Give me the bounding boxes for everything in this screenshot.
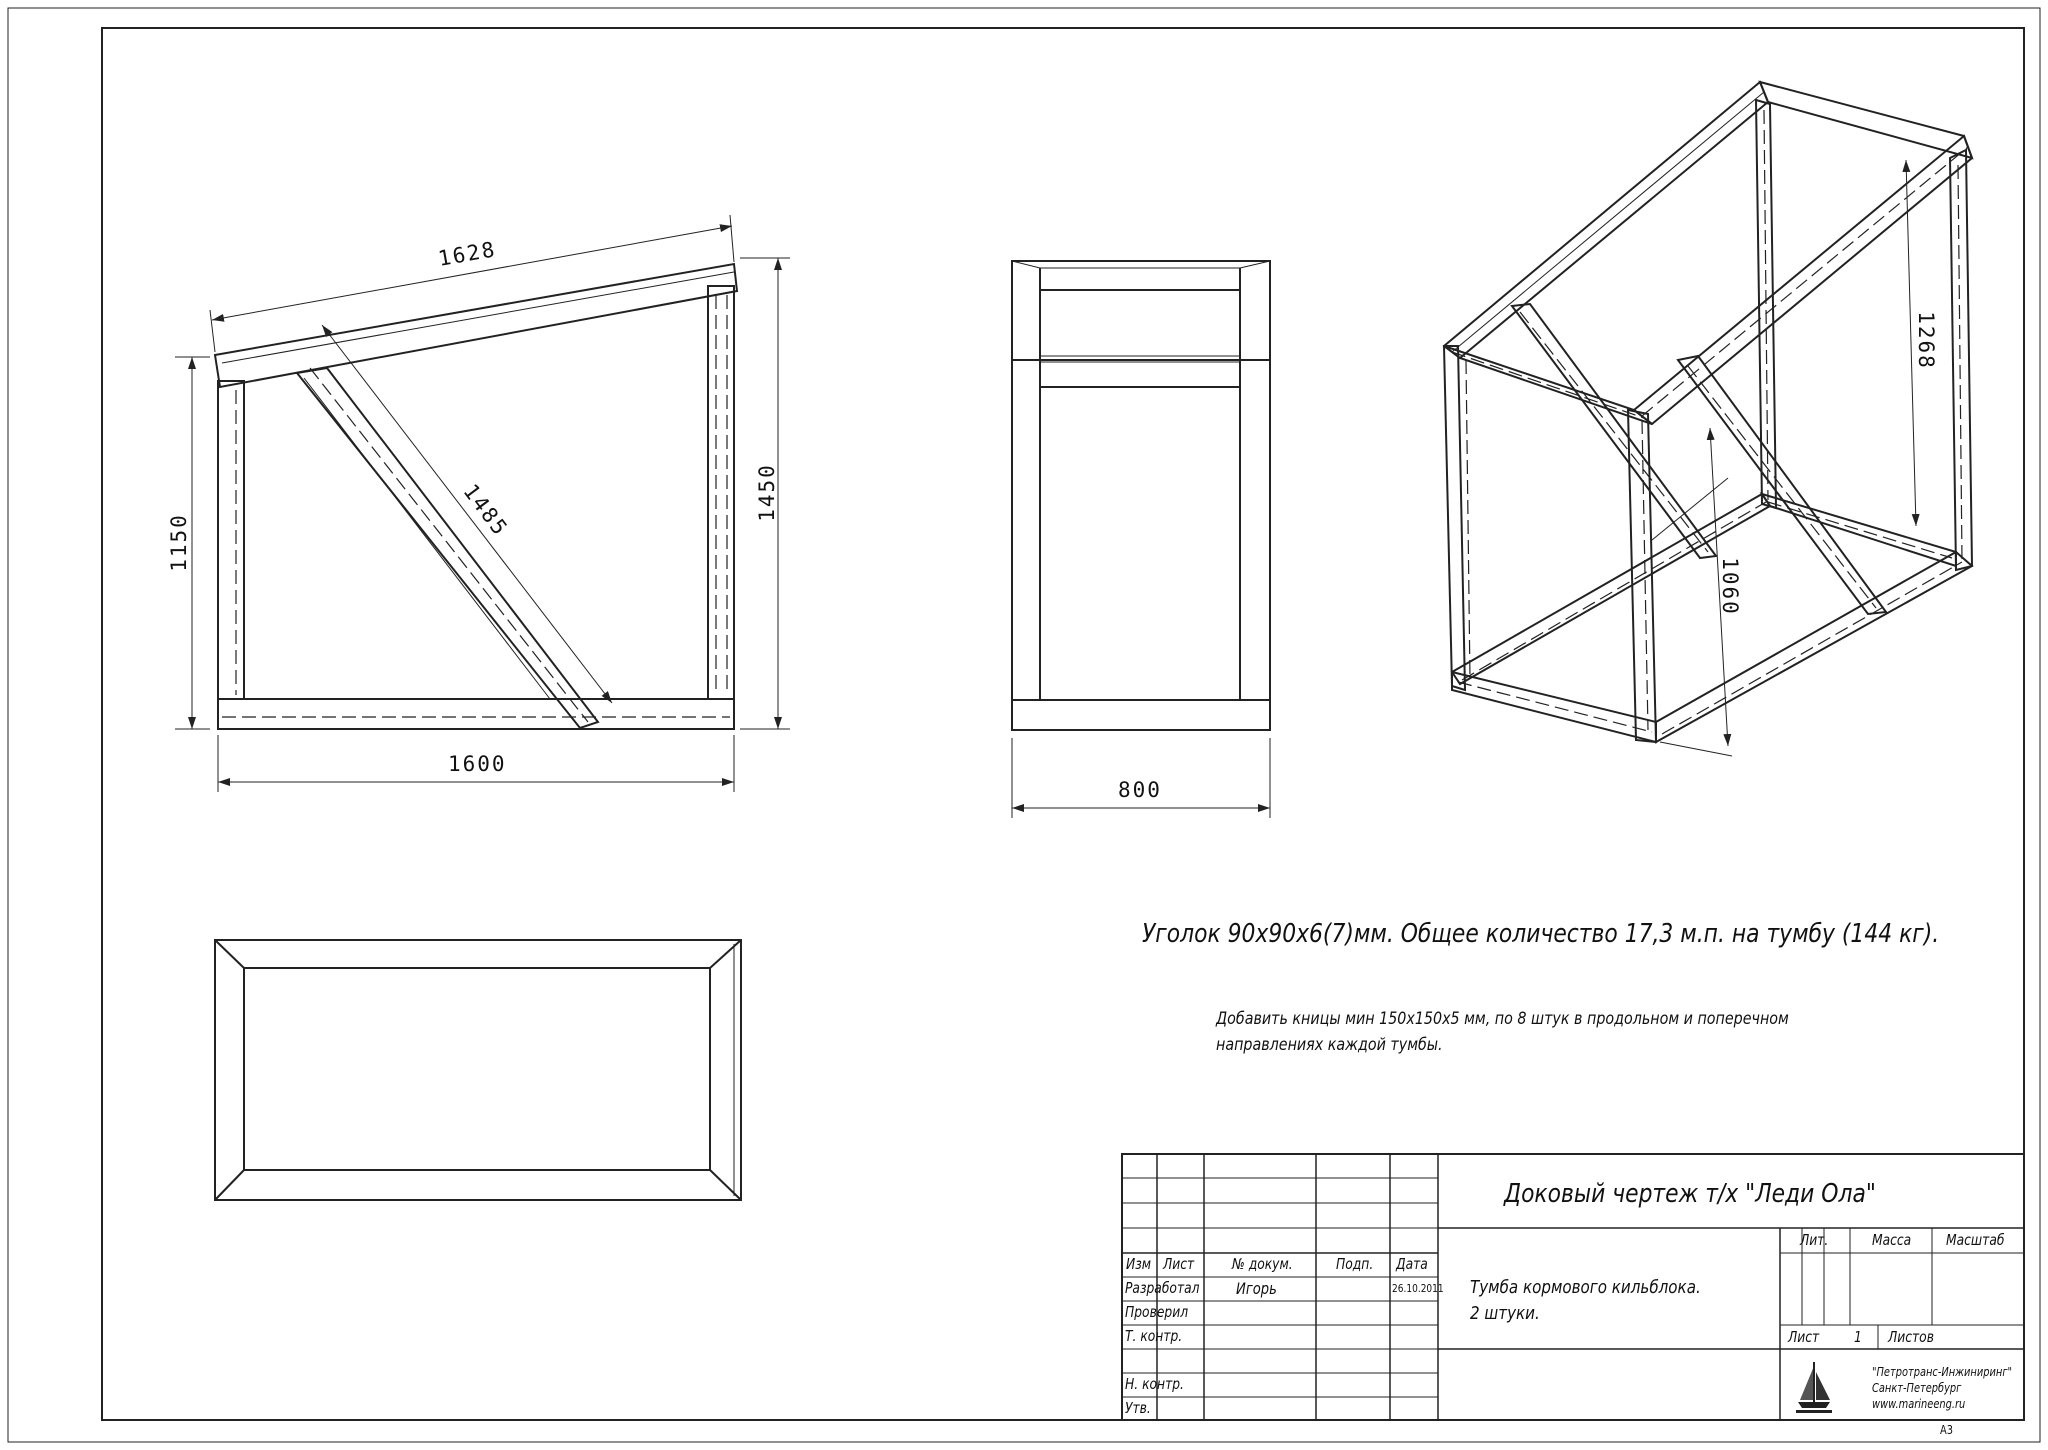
front-view-dimensions <box>1011 738 1271 818</box>
company-city: Санкт-Петербург <box>1872 1381 1962 1395</box>
note-line-1: Добавить кницы мин 150х150х5 мм, по 8 шт… <box>1216 1009 1789 1029</box>
header-doc-number: № докум. <box>1232 1255 1293 1273</box>
scale-label: Масштаб <box>1946 1231 2005 1249</box>
isometric-view-dimensions <box>1659 159 1920 757</box>
top-view <box>214 939 742 1201</box>
company-logo <box>1796 1362 1832 1413</box>
side-dim-right: 1450 <box>754 463 779 522</box>
sheet-format: А3 <box>1940 1423 1953 1437</box>
row-ncontrol: Н. контр. <box>1125 1375 1184 1393</box>
side-dim-bottom: 1600 <box>448 752 507 776</box>
row-tcontrol: Т. контр. <box>1125 1327 1183 1345</box>
sheet-number: 1 <box>1854 1328 1862 1346</box>
header-list: Лист <box>1163 1255 1195 1273</box>
lit-label: Лит. <box>1800 1231 1829 1249</box>
header-date: Дата <box>1396 1255 1428 1273</box>
part-name-line-1: Тумба кормового кильблока. <box>1470 1277 1701 1298</box>
drawing-title: Доковый чертеж т/х "Леди Ола" <box>1504 1179 1876 1209</box>
iso-dim-lower: 1060 <box>1717 557 1742 616</box>
developer-date: 26.10.2011 <box>1392 1282 1444 1295</box>
row-approved: Утв. <box>1125 1399 1151 1417</box>
main-note: Уголок 90х90х6(7)мм. Общее количество 17… <box>1142 919 1940 949</box>
front-dim-bottom: 800 <box>1118 778 1162 802</box>
drawing-frame <box>7 7 2041 1443</box>
part-name-line-2: 2 штуки. <box>1470 1303 1540 1324</box>
sheets-label: Листов <box>1888 1328 1934 1346</box>
developer-name: Игорь <box>1236 1279 1277 1298</box>
header-signature: Подп. <box>1336 1255 1374 1273</box>
isometric-view <box>1442 80 1974 744</box>
side-view-dimensions <box>175 214 790 792</box>
side-dim-left: 1150 <box>166 513 191 572</box>
company-name: "Петротранс-Инжиниринг" <box>1872 1365 2013 1379</box>
company-website: www.marineeng.ru <box>1872 1397 1966 1411</box>
iso-dim-upper: 1268 <box>1913 311 1938 370</box>
title-block-lines <box>1121 1153 2025 1421</box>
row-developed: Разработал <box>1125 1279 1200 1297</box>
mass-label: Масса <box>1872 1231 1912 1249</box>
note-line-2: направлениях каждой тумбы. <box>1216 1035 1443 1055</box>
front-view <box>1011 260 1271 731</box>
row-checked: Проверил <box>1125 1303 1189 1321</box>
header-izm: Изм <box>1126 1255 1152 1273</box>
sheet-label: Лист <box>1788 1328 1820 1346</box>
